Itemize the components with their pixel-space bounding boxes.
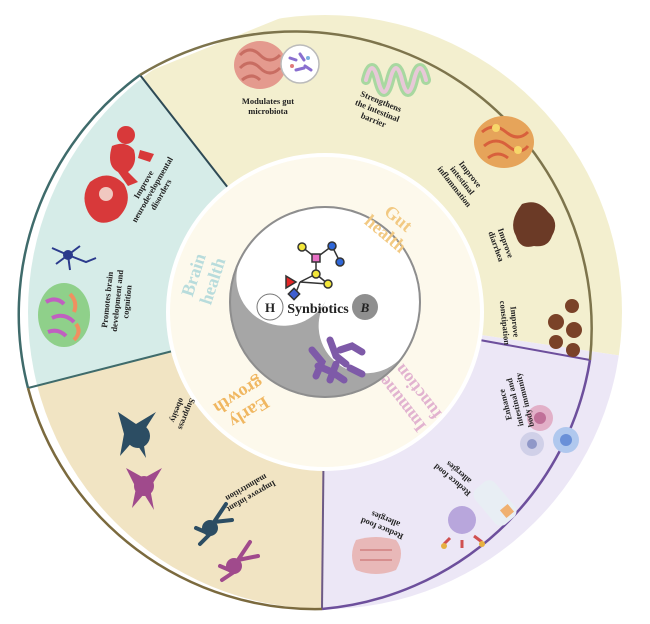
benefit-constipation: Improve constipation bbox=[498, 300, 522, 345]
oligosaccharide-icon bbox=[285, 241, 345, 301]
h-letter: H bbox=[265, 300, 275, 315]
diarrhea-icon bbox=[513, 202, 556, 247]
microbiota-icon bbox=[280, 44, 320, 84]
benefit-microbiota-line2: microbiota bbox=[248, 106, 288, 116]
intestinal-barrier-icon bbox=[361, 63, 431, 97]
mast-cell-icon bbox=[441, 506, 485, 549]
brain-icon bbox=[38, 283, 90, 347]
outer-arcs bbox=[17, 30, 593, 611]
intestine-icon bbox=[234, 41, 286, 89]
benefit-constipation-line2: constipation bbox=[498, 300, 513, 345]
benefit-cognition: Promotes brain development and cognition bbox=[99, 269, 134, 332]
thin-child-magenta-icon bbox=[218, 540, 260, 582]
inflamed-intestine-icon bbox=[474, 116, 534, 168]
child-figure-magenta-icon bbox=[126, 468, 162, 510]
benefit-constipation-line1: Improve bbox=[508, 306, 521, 338]
b-marker: B bbox=[352, 294, 378, 320]
fetus-icon bbox=[84, 175, 128, 223]
yin-yang bbox=[229, 206, 421, 398]
bifidobacteria-icon bbox=[308, 336, 366, 384]
skin-tissue-icon bbox=[352, 537, 401, 574]
milk-bottle-icon bbox=[473, 480, 517, 526]
infant-icon bbox=[110, 126, 154, 186]
benefit-cognition-line3: cognition bbox=[120, 284, 133, 319]
b-letter: B bbox=[360, 300, 370, 315]
benefit-microbiota: Modulates gut microbiota bbox=[242, 96, 294, 116]
neuron-icon bbox=[51, 245, 97, 271]
center-label: Synbiotics bbox=[287, 302, 349, 317]
inner-ring-edge bbox=[166, 153, 484, 471]
immune-cell-icons bbox=[520, 405, 579, 456]
thin-child-icon bbox=[194, 502, 234, 546]
benefit-microbiota-line1: Modulates gut bbox=[242, 96, 294, 106]
child-figure-icon bbox=[118, 412, 156, 458]
constipation-icon bbox=[548, 299, 582, 357]
h-marker: H bbox=[256, 293, 284, 321]
